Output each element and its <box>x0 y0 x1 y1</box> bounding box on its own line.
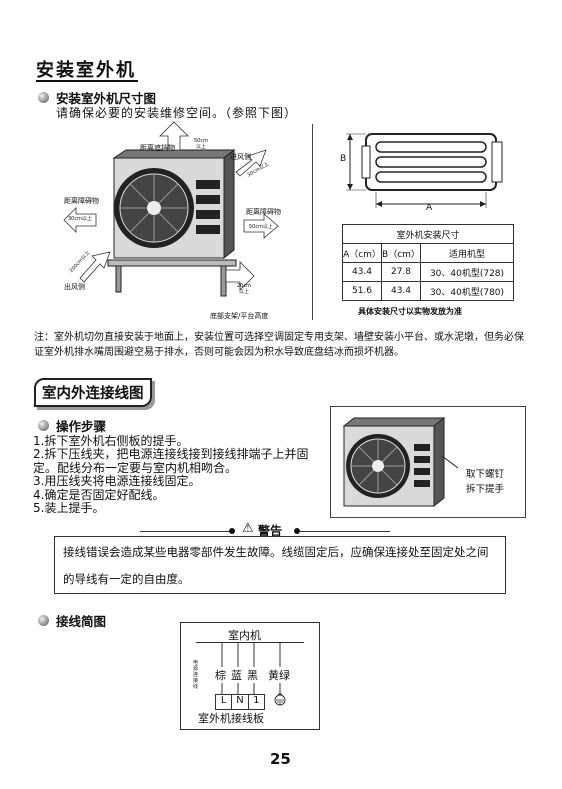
steps-heading: 操作步骤 <box>56 419 107 434</box>
divider <box>312 124 313 320</box>
label-stand: 底部支架/平台高度 <box>210 312 269 320</box>
dimension-table: 室外机安装尺寸 A（cm） B（cm） 适用机型 43.4 27.8 30、40… <box>342 224 514 301</box>
section-intro: 请确保必要的安装维修空间。（参照下图） <box>56 106 298 120</box>
callout-remove-handle: 拆下提手 <box>466 484 505 495</box>
list-item: 3.用压线夹将电源连接线固定。 <box>33 474 201 489</box>
warning-title: 警告 <box>258 524 283 538</box>
bullet-icon <box>38 92 49 103</box>
terminal-n: N <box>232 695 249 709</box>
warning-icon: ⚠ <box>242 521 254 536</box>
steps-list: 1.拆下室外机右侧板的提手。 2.拆下压线夹，把电源连接线接到接线排端子上并固定… <box>33 434 329 516</box>
table-cell: 43.4 <box>342 262 382 282</box>
table-cell: 30、40机型(780) <box>420 281 514 301</box>
wiring-cable-label: 电源连接线 <box>193 660 199 690</box>
terminal-block: L N 1 <box>215 694 265 710</box>
clearance-diagram <box>63 121 279 297</box>
wiring-board-label: 室外机接线板 <box>198 712 264 725</box>
wire-label-blue: 蓝 <box>231 667 242 683</box>
unit-illustration <box>342 416 458 508</box>
callout-remove-screw: 取下螺钉 <box>466 469 505 480</box>
wire-label-yellow-green: 黄绿 <box>268 667 290 683</box>
label-air-in: 进风侧 <box>230 153 251 161</box>
dim-label-a: A <box>426 203 433 213</box>
label-obstacle-top: 距离遮挡物 <box>140 144 175 152</box>
page-number: 25 <box>270 750 291 768</box>
label-clear-left: 30cm以上 <box>68 216 92 222</box>
terminal-l: L <box>216 695 233 709</box>
title-underline <box>36 80 138 82</box>
warning-dot <box>229 528 235 534</box>
label-clear-top: 50cm 以上 <box>194 138 208 150</box>
terminal-1: 1 <box>253 695 260 706</box>
section-heading-dimensions: 安装室外机尺寸图 <box>56 91 157 106</box>
label-air-out: 出风侧 <box>64 283 85 291</box>
list-item: 2.拆下压线夹，把电源连接线接到接线排端子上并固定。配线分布一定要与室内机相吻合… <box>33 447 309 475</box>
table-cell: 51.6 <box>342 281 382 301</box>
table-header: A（cm） <box>342 243 382 263</box>
warning-dot <box>294 528 300 534</box>
table-cell: 27.8 <box>381 262 421 282</box>
warning-box: 接线错误会造成某些电器零部件发生故障。线缆固定后，应确保连接处至固定处之间的导线… <box>54 536 506 594</box>
wiring-diagram-box <box>180 622 320 730</box>
table-header: 适用机型 <box>420 243 514 263</box>
list-item: 4.确定是否固定好配线。 <box>33 487 165 502</box>
warning-rule-right <box>300 531 390 532</box>
label-obstacle-right: 距离障碍物 <box>246 208 281 216</box>
unit-illustration-box <box>330 406 526 518</box>
list-item: 5.装上提手。 <box>33 501 105 516</box>
dim-label-b: B <box>340 154 347 164</box>
table-cell: 43.4 <box>381 281 421 301</box>
label-clear-right: 50cm以上 <box>249 224 273 230</box>
table-header: B（cm） <box>381 243 421 263</box>
table-cell: 30、40机型(728) <box>420 262 514 282</box>
install-note: 注：室外机切勿直接安装于地面上，安装位置可选择空调固定专用支架、墙壁安装小平台、… <box>34 332 524 358</box>
section-heading-wiring: 室内外连接线图 <box>34 378 152 407</box>
wiring-indoor-label: 室内机 <box>228 629 261 642</box>
top-view-drawing <box>346 133 503 208</box>
table-title: 室外机安装尺寸 <box>342 224 514 244</box>
bullet-icon <box>38 615 49 626</box>
bullet-icon <box>38 420 49 431</box>
label-obstacle-left: 距离障碍物 <box>64 197 99 205</box>
wire-label-brown: 棕 <box>215 667 226 683</box>
wire-label-black: 黑 <box>247 667 258 683</box>
table-row: 51.6 43.4 30、40机型(780) <box>342 281 514 301</box>
wiring-heading: 接线简图 <box>56 614 107 629</box>
label-clear-bottom: 20cm 以上 <box>237 283 251 295</box>
wiring-indoor-line <box>196 642 304 643</box>
page-title: 安装室外机 <box>36 60 136 81</box>
list-item: 1.拆下室外机右侧板的提手。 <box>33 434 189 448</box>
warning-rule-left <box>140 531 230 532</box>
table-row: 43.4 27.8 30、40机型(728) <box>342 262 514 282</box>
table-footnote: 具体安装尺寸以实物发放为准 <box>358 307 462 316</box>
